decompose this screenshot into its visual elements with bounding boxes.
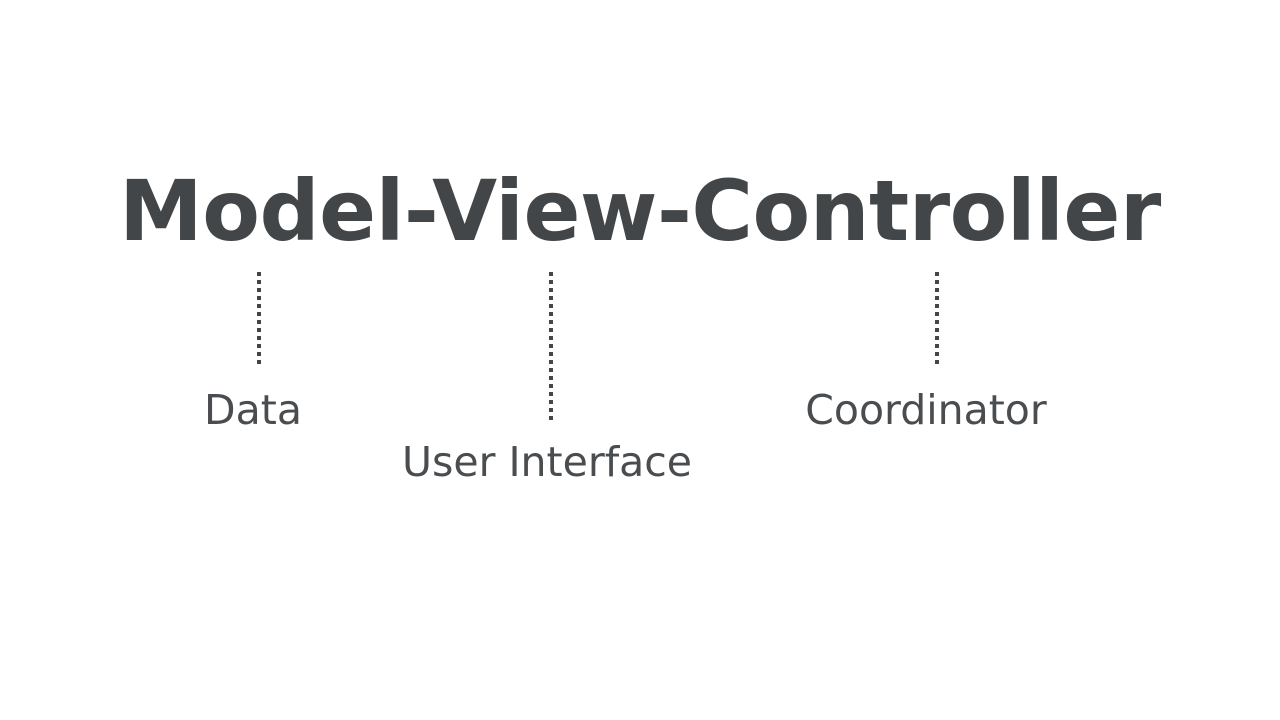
caption-controller: Coordinator (805, 386, 1047, 434)
caption-model: Data (204, 386, 302, 434)
connector-line-controller (935, 272, 939, 364)
page-title: Model-View-Controller (119, 162, 1161, 260)
connector-line-view (549, 272, 553, 420)
caption-view: User Interface (401, 438, 693, 486)
connector-line-model (257, 272, 261, 364)
